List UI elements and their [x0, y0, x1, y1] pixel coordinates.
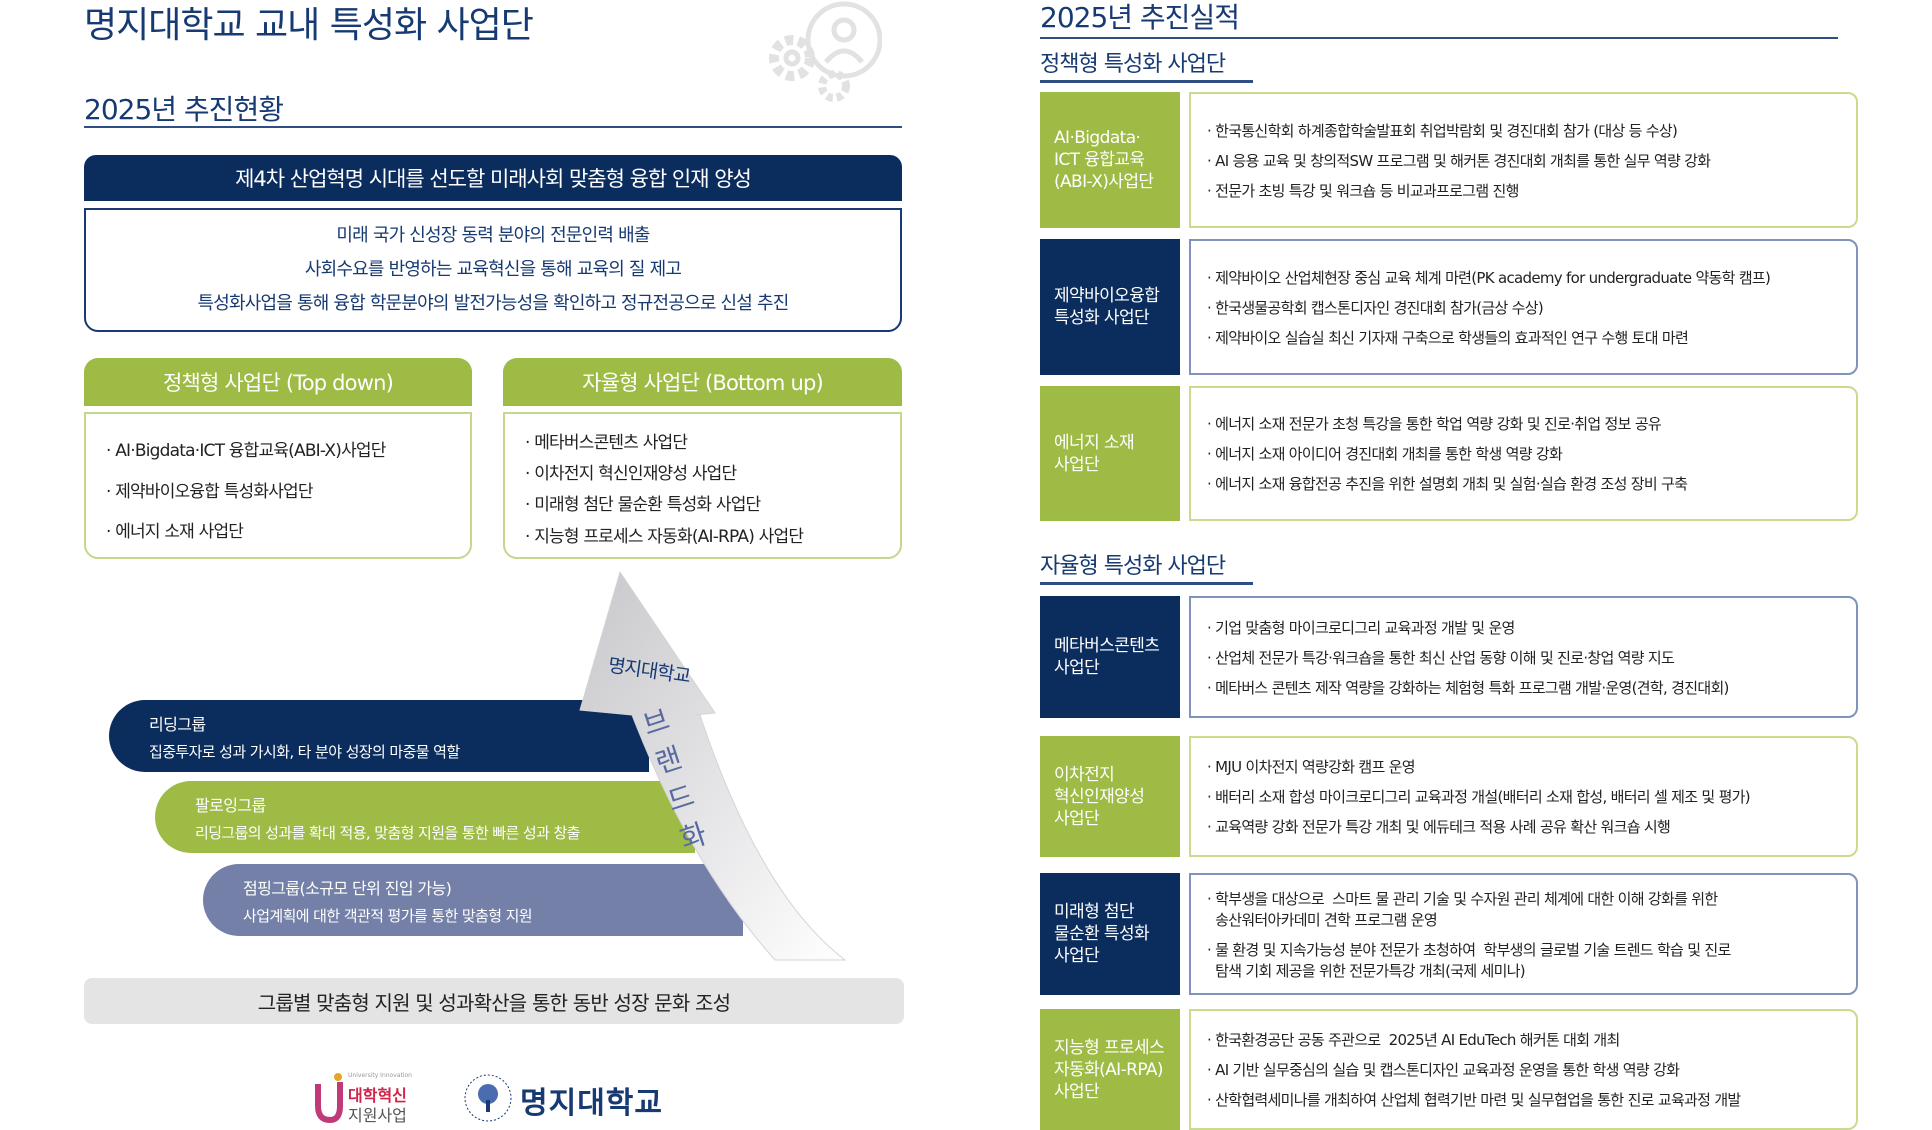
list-item: · 메타버스콘텐츠 사업단: [525, 433, 688, 453]
unit-results-box: · 한국통신학회 하계종합학술발표회 취업박람회 및 경진대회 참가 (대상 등…: [1189, 92, 1858, 228]
vision-banner: 제4차 산업혁명 시대를 선도할 미래사회 맞춤형 융합 인재 양성: [84, 155, 902, 201]
unit-results-box: · 학부생을 대상으로 스마트 물 관리 기술 및 수자원 관리 체계에 대한 …: [1189, 873, 1858, 995]
ui-logo-line2: 지원사업: [348, 1106, 407, 1125]
group-title: 리딩그룹: [149, 714, 206, 734]
result-item: · AI 응용 교육 및 창의적SW 프로그램 및 해커톤 경진대회 개최를 통…: [1207, 151, 1711, 170]
result-item: · 물 환경 및 지속가능성 분야 전문가 초청하여 학부생의 글로벌 기술 트…: [1207, 940, 1731, 980]
unit-results-box: · 제약바이오 산업체현장 중심 교육 체계 마련(PK academy for…: [1189, 239, 1858, 375]
group-title: 팔로잉그룹: [195, 795, 266, 815]
footer-bar: 그룹별 맞춤형 지원 및 성과확산을 통한 동반 성장 문화 조성: [84, 978, 904, 1024]
result-item: · 제약바이오 산업체현장 중심 교육 체계 마련(PK academy for…: [1207, 268, 1771, 287]
divider: [1040, 37, 1838, 39]
unit-label-text: 미래형 첨단 물순환 특성화 사업단: [1054, 902, 1150, 966]
unit-label: 메타버스콘텐츠 사업단: [1040, 596, 1180, 718]
result-item: · 에너지 소재 전문가 초청 특강을 통한 학업 역량 강화 및 진로·취업 …: [1207, 415, 1662, 433]
unit-label-text: 에너지 소재 사업단: [1054, 432, 1135, 475]
mju-logo: 명지대학교: [462, 1072, 682, 1124]
unit-label: 에너지 소재 사업단: [1040, 386, 1180, 521]
gear-person-icon: [769, 1, 882, 102]
unit-label-text: 메타버스콘텐츠 사업단: [1054, 636, 1160, 678]
following-group: 팔로잉그룹 리딩그룹의 성과를 확대 적용, 맞춤형 지원을 통한 빠른 성과 …: [155, 781, 695, 853]
list-item: · 에너지 소재 사업단: [106, 522, 244, 542]
group-desc: 집중투자로 성과 가시화, 타 분야 성장의 마중물 역할: [149, 742, 460, 761]
unit-label: 미래형 첨단 물순환 특성화 사업단: [1040, 873, 1180, 995]
branding-arrow-icon: [579, 570, 847, 961]
goal-item: 미래 국가 신성장 동력 분야의 전문인력 배출: [336, 225, 650, 246]
unit-label-text: 제약바이오융합 특성화 사업단: [1054, 286, 1160, 328]
goal-item: 특성화사업을 통해 융합 학문분야의 발전가능성을 확인하고 정규전공으로 신설…: [197, 293, 790, 314]
autonomous-header: 자율형 사업단 (Bottom up): [503, 358, 902, 406]
group-desc: 리딩그룹의 성과를 확대 적용, 맞춤형 지원을 통한 빠른 성과 창출: [195, 823, 580, 842]
group-title: 점핑그룹(소규모 단위 진입 가능): [243, 878, 452, 898]
result-item: · 메타버스 콘텐츠 제작 역량을 강화하는 체험형 특화 프로그램 개발·운영…: [1207, 678, 1729, 697]
result-item: · 산학협력세미나를 개최하여 산업체 협력기반 마련 및 실무협업을 통한 진…: [1207, 1091, 1741, 1109]
ui-logo-icon: [315, 1073, 343, 1124]
mju-logo-text: 명지대학교: [520, 1086, 663, 1121]
autonomous-list: · 메타버스콘텐츠 사업단 · 이차전지 혁신인재양성 사업단 · 미래형 첨단…: [503, 412, 902, 559]
policy-header: 정책형 사업단 (Top down): [84, 358, 472, 406]
result-item: · 제약바이오 실습실 최신 기자재 구축으로 학생들의 효과적인 연구 수행 …: [1207, 328, 1689, 347]
results-heading: 2025년 추진실적: [1040, 1, 1240, 34]
policy-list: · AI·Bigdata·ICT 융합교육(ABI-X)사업단 · 제약바이오융…: [84, 412, 472, 559]
list-item: · AI·Bigdata·ICT 융합교육(ABI-X)사업단: [106, 441, 386, 461]
result-item: · 전문가 초빙 특강 및 워크숍 등 비교과프로그램 진행: [1207, 181, 1519, 200]
list-item: · 이차전지 혁신인재양성 사업단: [525, 464, 737, 484]
auto-section-title: 자율형 특성화 사업단: [1040, 548, 1253, 585]
unit-results-box: · 한국환경공단 공동 주관으로 2025년 AI EduTech 해커톤 대회…: [1189, 1009, 1858, 1130]
unit-label: 제약바이오융합 특성화 사업단: [1040, 239, 1180, 375]
result-item: · AI 기반 실무중심의 실습 및 캡스톤디자인 교육과정 운영을 통한 학생…: [1207, 1061, 1680, 1079]
status-heading: 2025년 추진현황: [84, 93, 284, 126]
result-item: · 학부생을 대상으로 스마트 물 관리 기술 및 수자원 관리 체계에 대한 …: [1207, 889, 1718, 929]
unit-label-text: 이차전지 혁신인재양성 사업단: [1054, 764, 1145, 829]
ui-logo-line1: 대학혁신: [348, 1086, 407, 1105]
result-item: · 한국환경공단 공동 주관으로 2025년 AI EduTech 해커톤 대회…: [1207, 1031, 1620, 1049]
ui-logo: University Innovation 대학혁신 지원사업: [312, 1072, 422, 1125]
mju-seal-icon: [464, 1074, 512, 1122]
result-item: · 에너지 소재 융합전공 추진을 위한 설명회 개최 및 실험·실습 환경 조…: [1207, 475, 1688, 493]
list-item: · 제약바이오융합 특성화사업단: [106, 482, 314, 502]
unit-label-text: 지능형 프로세스 자동화(AI-RPA) 사업단: [1054, 1037, 1165, 1102]
unit-label: 지능형 프로세스 자동화(AI-RPA) 사업단: [1040, 1009, 1180, 1130]
unit-label: AI·Bigdata· ICT 융합교육 (ABI-X)사업단: [1040, 92, 1180, 228]
result-item: · 기업 맞춤형 마이크로디그리 교육과정 개발 및 운영: [1207, 618, 1515, 637]
unit-results-box: · 기업 맞춤형 마이크로디그리 교육과정 개발 및 운영 · 산업체 전문가 특…: [1189, 596, 1858, 718]
result-item: · 한국통신학회 하계종합학술발표회 취업박람회 및 경진대회 참가 (대상 등…: [1207, 121, 1678, 140]
jumping-group: 점핑그룹(소규모 단위 진입 가능) 사업계획에 대한 객관적 평가를 통한 맞…: [203, 864, 743, 936]
goal-item: 사회수요를 반영하는 교육혁신을 통해 교육의 질 제고: [304, 259, 682, 280]
list-item: · 미래형 첨단 물순환 특성화 사업단: [525, 495, 761, 515]
leading-group: 리딩그룹 집중투자로 성과 가시화, 타 분야 성장의 마중물 역할: [109, 700, 649, 772]
result-item: · 산업체 전문가 특강·워크숍을 통한 최신 산업 동향 이해 및 진로·창업…: [1207, 648, 1675, 667]
unit-results-box: · MJU 이차전지 역량강화 캠프 운영 · 배터리 소재 합성 마이크로디그리…: [1189, 736, 1858, 857]
list-item: · 지능형 프로세스 자동화(AI-RPA) 사업단: [525, 527, 804, 547]
result-item: · MJU 이차전지 역량강화 캠프 운영: [1207, 758, 1416, 776]
goals-box: 미래 국가 신성장 동력 분야의 전문인력 배출 사회수요를 반영하는 교육혁신…: [84, 208, 902, 332]
group-desc: 사업계획에 대한 객관적 평가를 통한 맞춤형 지원: [243, 906, 533, 925]
unit-label-text: AI·Bigdata· ICT 융합교육 (ABI-X)사업단: [1054, 128, 1154, 192]
result-item: · 배터리 소재 합성 마이크로디그리 교육과정 개설(배터리 소재 합성, 배…: [1207, 788, 1751, 806]
unit-results-box: · 에너지 소재 전문가 초청 특강을 통한 학업 역량 강화 및 진로·취업 …: [1189, 386, 1858, 521]
result-item: · 에너지 소재 아이디어 경진대회 개최를 통한 학생 역량 강화: [1207, 445, 1563, 463]
divider: [84, 126, 902, 128]
unit-label: 이차전지 혁신인재양성 사업단: [1040, 736, 1180, 857]
page-title: 명지대학교 교내 특성화 사업단: [84, 5, 534, 46]
ui-logo-small: University Innovation: [348, 1072, 412, 1079]
policy-section-title: 정책형 특성화 사업단: [1040, 46, 1253, 83]
result-item: · 한국생물공학회 캡스톤디자인 경진대회 참가(금상 수상): [1207, 298, 1544, 317]
result-item: · 교육역량 강화 전문가 특강 개최 및 에듀테크 적용 사례 공유 확산 워…: [1207, 818, 1671, 836]
